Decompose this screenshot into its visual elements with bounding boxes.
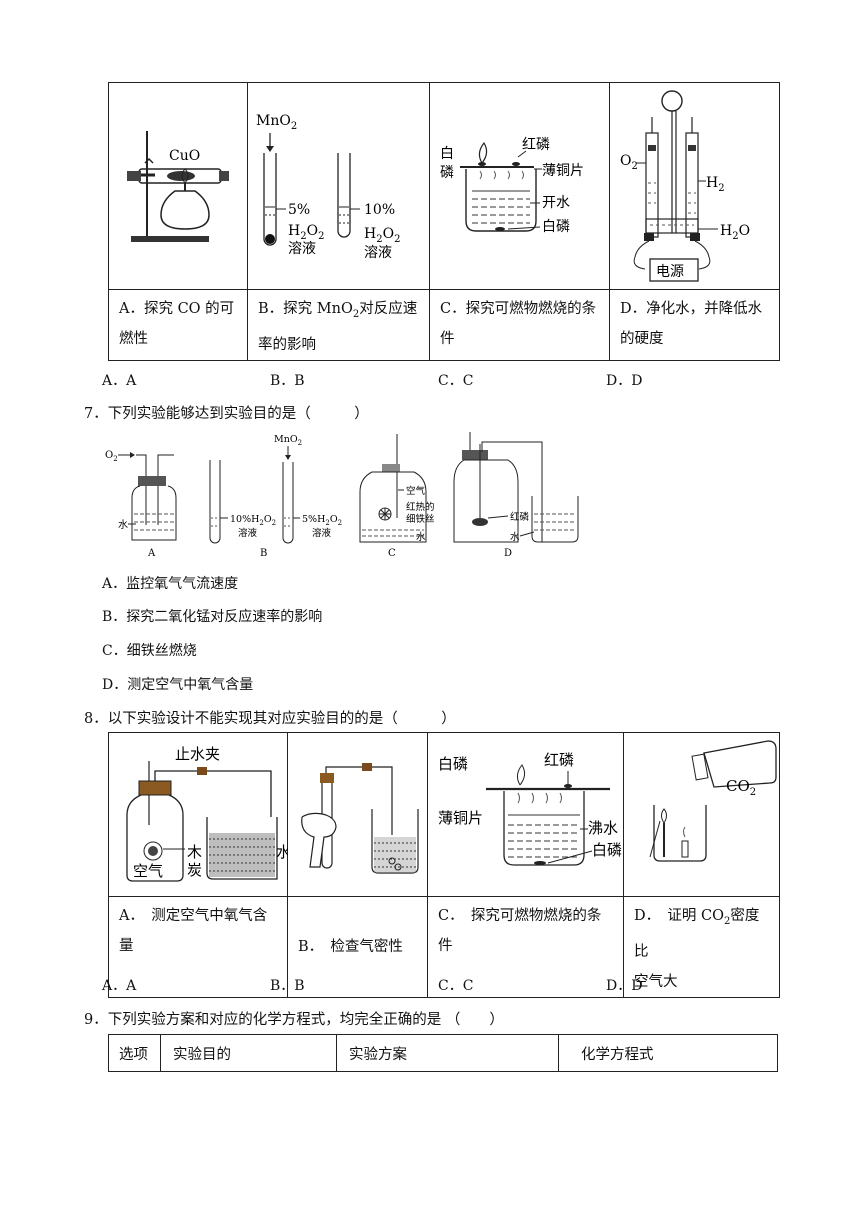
q7-figure: O2 水 A 10%H2O2 溶液 B MnO2 5%H2O2 溶液 空气 红热…	[100, 428, 600, 568]
q7-option-a[interactable]: A．监控氧气气流速度	[102, 576, 239, 592]
q8-label-air: 空气	[133, 862, 163, 880]
q8-option-a[interactable]: A．A	[102, 978, 137, 994]
svg-text:CO2: CO2	[726, 777, 756, 798]
q6-d-power: 电源	[656, 264, 684, 280]
q9-header-plan: 实验方案	[336, 1034, 559, 1072]
q7-label-water-c: 水	[416, 531, 426, 543]
q8-label-white-p: 白磷	[438, 755, 468, 773]
svg-text:5%H2O2: 5%H2O2	[302, 514, 342, 527]
q6-diagram-b: MnO2 5% H2O2 溶液 10% H2O2 溶	[247, 82, 430, 290]
q6-option-d[interactable]: D．D	[606, 373, 643, 389]
q8-label-water: 水	[276, 843, 288, 861]
q7-stem: 7．下列实验能够达到实验目的是（ ）	[84, 406, 369, 422]
q7-label-c: C	[388, 548, 396, 559]
q8-stem: 8．以下实验设计不能实现其对应实验目的的是（ ）	[84, 711, 456, 727]
q6-b-pct2: 10%	[364, 202, 395, 218]
q6-diagram-d: O2 H2 H2O 电源	[609, 82, 780, 290]
q8-option-c[interactable]: C．C	[438, 978, 474, 994]
q6-d-o2: O	[620, 153, 631, 169]
svg-text:H2O2: H2O2	[364, 226, 400, 245]
q6-d-h2: H	[706, 175, 718, 191]
q8-caption-b: B． 检查气密性	[287, 896, 428, 998]
q6-d-h2o: H	[720, 223, 732, 239]
q7-label-sol: 溶液	[238, 527, 258, 539]
q7-label-water: 水	[118, 519, 128, 531]
svg-text:H2: H2	[706, 175, 725, 194]
q7-label-water-d: 水	[510, 531, 520, 543]
q7-label-b: B	[260, 548, 267, 559]
q7-label-hot-wire-1: 红热的	[406, 501, 435, 513]
svg-text:H2O2: H2O2	[288, 223, 324, 242]
svg-text:O2: O2	[105, 450, 118, 463]
q6-caption-a: A．探究 CO 的可燃性	[108, 289, 248, 361]
q8-label-red-p: 红磷	[544, 751, 574, 769]
q8-diagram-b	[287, 732, 428, 897]
q7-label-hot-wire-2: 细铁丝	[406, 513, 435, 525]
q7-label-d: D	[504, 548, 512, 559]
q8-label-charcoal-2: 炭	[187, 861, 202, 879]
q6-caption-c: C．探究可燃物燃烧的条件	[429, 289, 610, 361]
q6-b-sol2: 溶液	[364, 245, 392, 261]
q6-b-h2o2-1: H	[288, 223, 300, 239]
svg-text:MnO2: MnO2	[274, 434, 302, 447]
q8-label-co2: CO	[726, 777, 750, 795]
svg-text:O2: O2	[620, 153, 638, 172]
q8-label-boiling: 沸水	[588, 819, 618, 837]
q9-header-option: 选项	[108, 1034, 161, 1072]
q8-label-charcoal-1: 木	[187, 843, 202, 861]
q7-label-a: A	[147, 548, 156, 559]
q9-header-equation: 化学方程式	[558, 1034, 778, 1072]
q7-label-red-p: 红磷	[510, 511, 530, 523]
q8-caption-a: A． 测定空气中氧气含量	[108, 896, 288, 998]
q6-b-label-mno2: MnO	[256, 113, 291, 129]
q7-option-b[interactable]: B．探究二氧化锰对反应速率的影响	[102, 609, 323, 625]
q6-option-a[interactable]: A．A	[102, 373, 137, 389]
q6-c-white-p-bottom: 白磷	[542, 219, 570, 235]
q9-table: 选项 实验目的 实验方案 化学方程式	[108, 1034, 778, 1072]
q6-option-b[interactable]: B．B	[270, 373, 305, 389]
q8-table: 止水夹 空气 木 炭 水	[108, 732, 780, 998]
q6-c-red-p: 红磷	[522, 137, 550, 153]
q6-option-c[interactable]: C．C	[438, 373, 474, 389]
q6-diagram-c: 白 磷 红磷 薄铜片 开水 白磷	[429, 82, 610, 290]
q6-c-white-p-2: 磷	[440, 165, 454, 181]
q6-c-white-p-1: 白	[440, 146, 454, 162]
q7-option-c[interactable]: C．细铁丝燃烧	[102, 643, 197, 659]
q7-label-o2: O	[105, 450, 113, 461]
q7-label-pct10: 10%H	[230, 514, 259, 525]
q6-c-water: 开水	[542, 195, 570, 211]
q6-table: CuO MnO2 5% H2O2 溶液	[108, 82, 780, 361]
svg-text:H2O: H2O	[720, 223, 750, 242]
svg-text:MnO2: MnO2	[256, 113, 297, 132]
q8-caption-d: D． 证明 CO2密度比空气大	[623, 896, 780, 998]
q6-caption-d: D．净化水，并降低水的硬度	[609, 289, 780, 361]
q8-caption-c: C． 探究可燃物燃烧的条件	[427, 896, 624, 998]
q7-option-d[interactable]: D．测定空气中氧气含量	[102, 677, 254, 693]
q8-label-copper: 薄铜片	[438, 809, 483, 827]
q8-diagram-d: CO2	[623, 732, 780, 897]
q7-label-mno2: MnO	[274, 434, 298, 445]
q6-caption-b: B．探究 MnO2对反应速率的影响	[247, 289, 430, 361]
q8-label-white-p2: 白磷	[592, 841, 622, 859]
q9-stem: 9．下列实验方案和对应的化学方程式，均完全正确的是 （ ）	[84, 1012, 504, 1028]
q8-diagram-a: 止水夹 空气 木 炭 水	[108, 732, 288, 897]
q7-label-air: 空气	[406, 485, 426, 497]
svg-text:10%H2O2: 10%H2O2	[230, 514, 276, 527]
q6-diagram-a: CuO	[108, 82, 248, 290]
q6-c-copper: 薄铜片	[542, 163, 584, 179]
q9-header-purpose: 实验目的	[160, 1034, 337, 1072]
q8-option-b[interactable]: B．B	[270, 978, 305, 994]
q6-b-sol1: 溶液	[288, 241, 316, 257]
q8-label-clamp: 止水夹	[175, 745, 220, 763]
q8-diagram-c: 白磷 红磷 薄铜片 沸水 白磷	[427, 732, 624, 897]
q7-label-sol2: 溶液	[312, 527, 332, 539]
q6-a-label-cuo: CuO	[169, 148, 200, 164]
q6-b-pct1: 5%	[288, 202, 310, 218]
q8-option-d[interactable]: D．D	[606, 978, 643, 994]
q7-label-pct5: 5%H	[302, 514, 325, 525]
